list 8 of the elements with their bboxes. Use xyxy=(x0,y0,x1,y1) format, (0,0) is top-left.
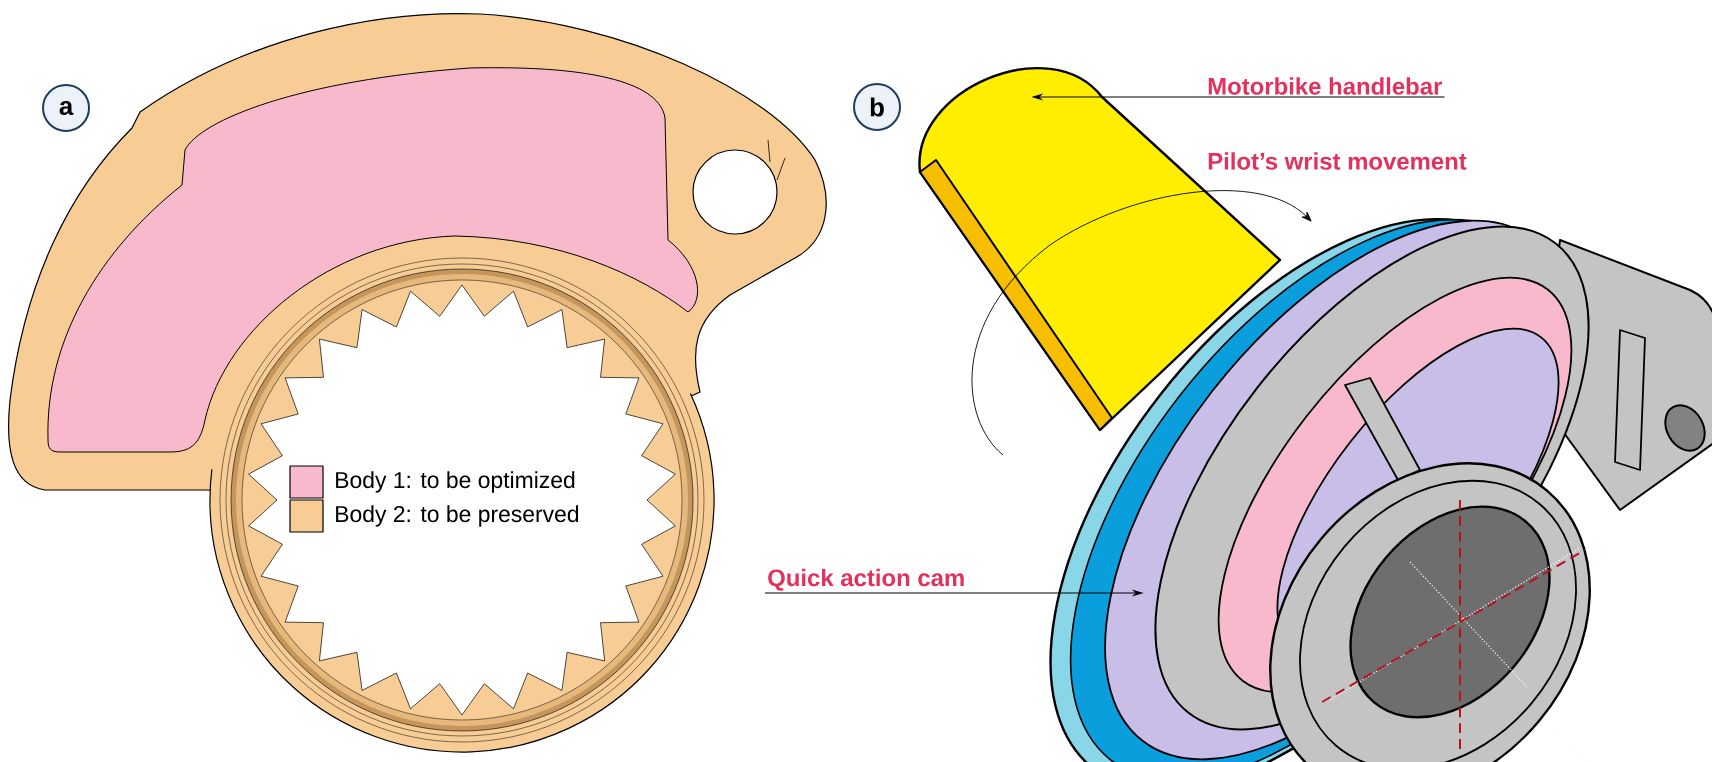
motion-label: Pilot’s wrist movement xyxy=(1208,152,1467,170)
legend-label: Body 2: to be preserved xyxy=(336,505,579,527)
panel-letter: b xyxy=(853,83,901,131)
callout-label: Quick action cam xyxy=(768,568,964,591)
legend-label: Body 1: to be optimized xyxy=(336,471,575,493)
cam-drawing xyxy=(1049,217,1712,762)
callout-label: Motorbike handlebar xyxy=(1208,77,1442,95)
panel-letter: a xyxy=(42,84,90,132)
